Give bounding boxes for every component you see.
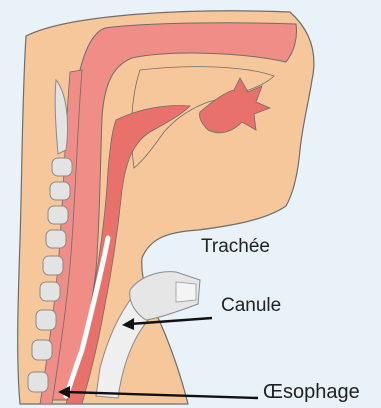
vertebra-6 xyxy=(43,256,63,275)
vertebra-5 xyxy=(46,230,66,248)
vertebra-9 xyxy=(32,340,52,360)
trachea-label: Trachée xyxy=(201,236,270,258)
vertebra-8 xyxy=(36,310,56,330)
vertebra-3 xyxy=(50,182,70,200)
vertebra-4 xyxy=(48,206,68,224)
vertebra-2 xyxy=(52,158,72,176)
esophagus-label: Œsophage xyxy=(263,381,360,404)
cannula-connector xyxy=(176,282,196,302)
vertebra-10 xyxy=(28,372,48,392)
cannula-label: Canule xyxy=(221,295,281,317)
vertebra-7 xyxy=(40,282,60,301)
